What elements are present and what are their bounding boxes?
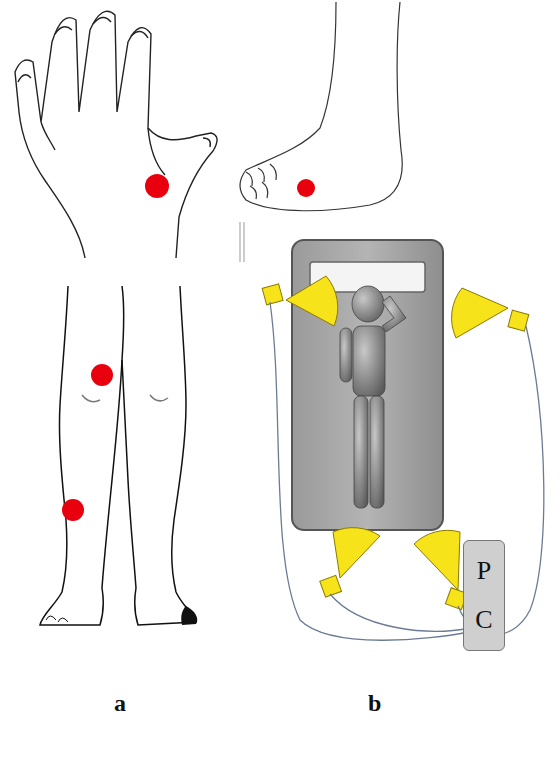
marker-dot [91, 364, 113, 386]
computer-box: P C [463, 540, 505, 651]
hand-drawing [15, 11, 217, 258]
marker-dot [297, 179, 315, 197]
person-figure [340, 286, 406, 508]
panel-label: b [368, 690, 381, 717]
toe-mark [181, 606, 197, 625]
panel-label: a [114, 690, 126, 717]
marker-dot [145, 174, 169, 198]
foot-drawing [240, 2, 402, 262]
legs-drawing [40, 286, 196, 625]
marker-dot [62, 499, 84, 521]
box-text: P C [471, 546, 497, 645]
